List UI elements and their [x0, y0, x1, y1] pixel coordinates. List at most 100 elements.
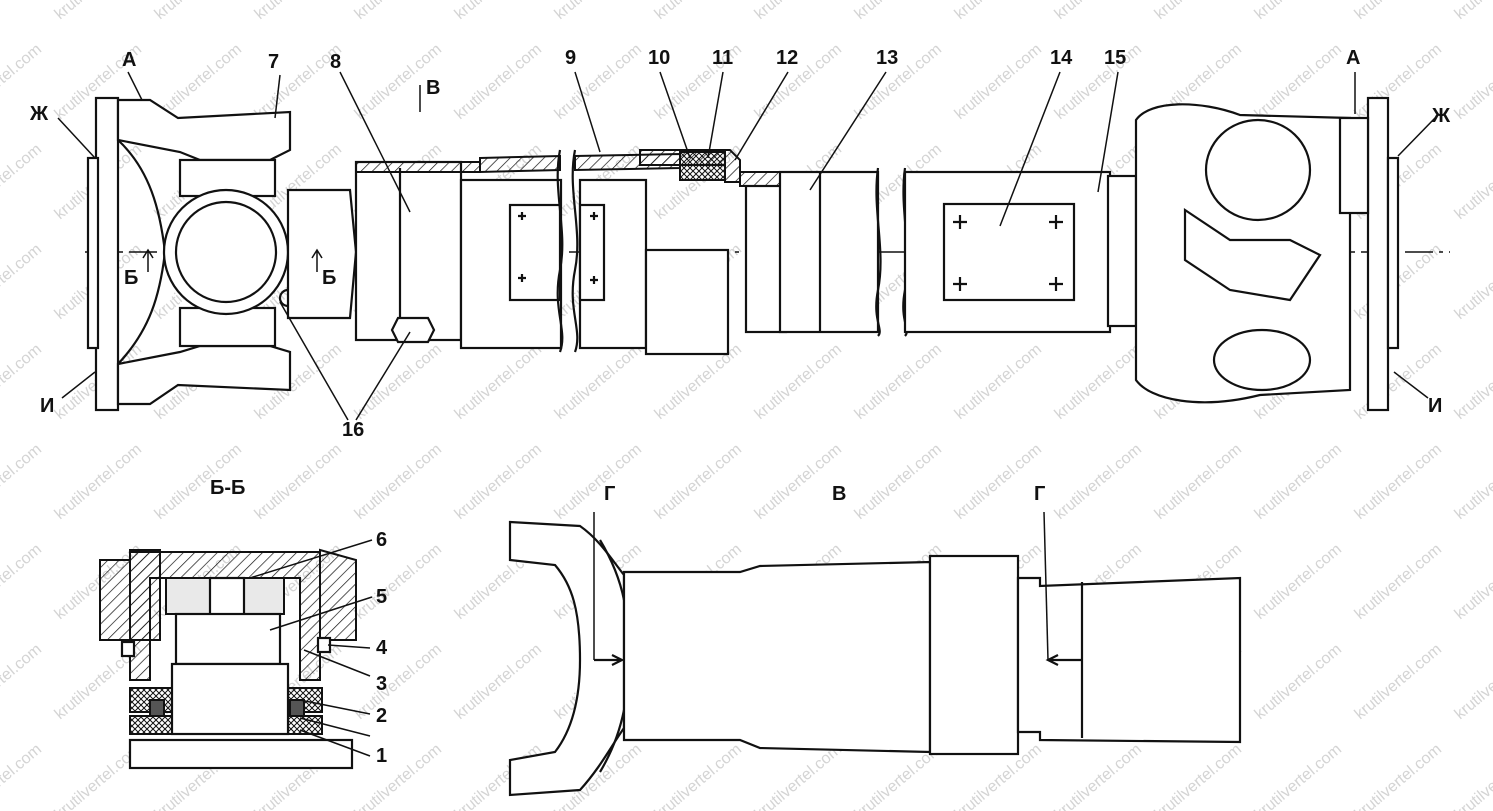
section-bb-title: Б-Б [210, 477, 245, 499]
left-yoke-upper [116, 98, 292, 162]
right-spider-cap-top [1204, 118, 1312, 222]
watermark-text: krutilvertel.com [652, 0, 745, 23]
view-v-tube [1016, 576, 1242, 744]
label-11: 11 [712, 47, 733, 69]
watermark-text: krutilvertel.com [1452, 241, 1493, 323]
left-yoke-lower [116, 344, 292, 406]
watermark-text: krutilvertel.com [652, 441, 745, 523]
watermark-text: krutilvertel.com [52, 441, 145, 523]
watermark-text: krutilvertel.com [1252, 641, 1345, 723]
watermark-text: krutilvertel.com [352, 441, 445, 523]
watermark-text: krutilvertel.com [1452, 41, 1493, 123]
balance-plate-14 [942, 202, 1076, 302]
watermark-text: krutilvertel.com [1252, 0, 1345, 23]
label-1: 1 [376, 745, 387, 767]
watermark-text: krutilvertel.com [1052, 0, 1145, 23]
watermark-text: krutilvertel.com [52, 0, 145, 23]
label-zh-left: Ж [29, 103, 49, 125]
balance-plate-left [508, 203, 562, 302]
watermark-text: krutilvertel.com [352, 741, 445, 811]
view-v-yoke [508, 520, 626, 797]
watermark-text: krutilvertel.com [1452, 641, 1493, 723]
watermark-text: krutilvertel.com [152, 0, 245, 23]
watermark-text: krutilvertel.com [1052, 441, 1145, 523]
watermark-text: krutilvertel.com [1252, 541, 1345, 623]
watermark-text: krutilvertel.com [452, 441, 545, 523]
watermark-text: krutilvertel.com [252, 0, 345, 23]
watermark-text: krutilvertel.com [852, 0, 945, 23]
watermark-text: krutilvertel.com [1352, 541, 1445, 623]
label-6: 6 [376, 529, 387, 551]
weld-collar-15 [1106, 174, 1138, 328]
watermark-text: krutilvertel.com [1152, 441, 1245, 523]
slip-sleeve [354, 160, 463, 342]
watermark-text: krutilvertel.com [552, 341, 645, 423]
right-spider-body [1183, 207, 1322, 302]
watermark-text: krutilvertel.com [0, 341, 45, 423]
trunnion-5 [174, 612, 282, 666]
label-15: 15 [1104, 47, 1126, 69]
watermark-text: krutilvertel.com [752, 41, 845, 123]
label-14: 14 [1050, 47, 1073, 69]
watermark-text: krutilvertel.com [952, 441, 1045, 523]
top-callouts: А 7 8 В 9 10 11 12 13 14 15 А Ж Ж И И Б … [29, 47, 1451, 441]
watermark-text: krutilvertel.com [952, 0, 1045, 23]
tube-13 [778, 170, 880, 334]
label-13: 13 [876, 47, 898, 69]
view-v-title: В [832, 483, 846, 505]
spider-ring-inner [174, 200, 278, 304]
sleeve-nut [390, 316, 436, 344]
right-flange-boss [1338, 116, 1370, 215]
watermark-text: krutilvertel.com [0, 741, 45, 811]
label-7: 7 [268, 51, 279, 73]
view-v-sleeve [622, 560, 932, 754]
watermark-text: krutilvertel.com [1152, 741, 1245, 811]
watermark-text: krutilvertel.com [452, 341, 545, 423]
watermark-text: krutilvertel.com [852, 341, 945, 423]
right-flange [1366, 96, 1390, 412]
label-b-left: Б [124, 267, 138, 289]
label-4: 4 [376, 637, 388, 659]
label-a-right: А [1346, 47, 1360, 69]
section-bb: Б-Б 6 5 4 3 2 1 [99, 477, 388, 770]
yoke-shaft [286, 188, 358, 320]
watermark-text: krutilvertel.com [1452, 141, 1493, 223]
label-g-left: Г [604, 483, 615, 505]
watermark-text: krutilvertel.com [752, 741, 845, 811]
watermark-text: krutilvertel.com [352, 0, 445, 23]
label-i-left: И [40, 395, 54, 417]
left-flange [94, 96, 120, 412]
label-8: 8 [330, 51, 341, 73]
label-zh-right: Ж [1431, 105, 1451, 127]
watermark-text: krutilvertel.com [1452, 0, 1493, 23]
spider-ring-outer [162, 188, 290, 316]
watermark-text: krutilvertel.com [1452, 541, 1493, 623]
balance-plate-right [578, 203, 606, 302]
view-v-collar [928, 554, 1020, 756]
watermark-text: krutilvertel.com [1252, 741, 1345, 811]
watermark-text: krutilvertel.com [0, 641, 45, 723]
watermark-text: krutilvertel.com [1452, 441, 1493, 523]
watermark-text: krutilvertel.com [0, 441, 45, 523]
watermark-text: krutilvertel.com [552, 0, 645, 23]
watermark-text: krutilvertel.com [452, 641, 545, 723]
watermark-text: krutilvertel.com [1352, 441, 1445, 523]
watermark-text: krutilvertel.com [1152, 0, 1245, 23]
label-16: 16 [342, 419, 364, 441]
watermark-text: krutilvertel.com [452, 41, 545, 123]
right-spider-cap-bottom [1212, 328, 1312, 392]
watermark-text: krutilvertel.com [0, 0, 45, 23]
watermark-text: krutilvertel.com [1352, 0, 1445, 23]
watermark-text: krutilvertel.com [0, 541, 45, 623]
label-v-top: В [426, 77, 440, 99]
label-10: 10 [648, 47, 670, 69]
watermark-text: krutilvertel.com [352, 541, 445, 623]
label-2: 2 [376, 705, 387, 727]
seal-cap [639, 149, 741, 183]
main-assembly [85, 96, 1450, 412]
watermark-text: krutilvertel.com [1252, 441, 1345, 523]
watermark-text: krutilvertel.com [952, 341, 1045, 423]
watermark-text: krutilvertel.com [1052, 741, 1145, 811]
watermark-text: krutilvertel.com [1452, 341, 1493, 423]
